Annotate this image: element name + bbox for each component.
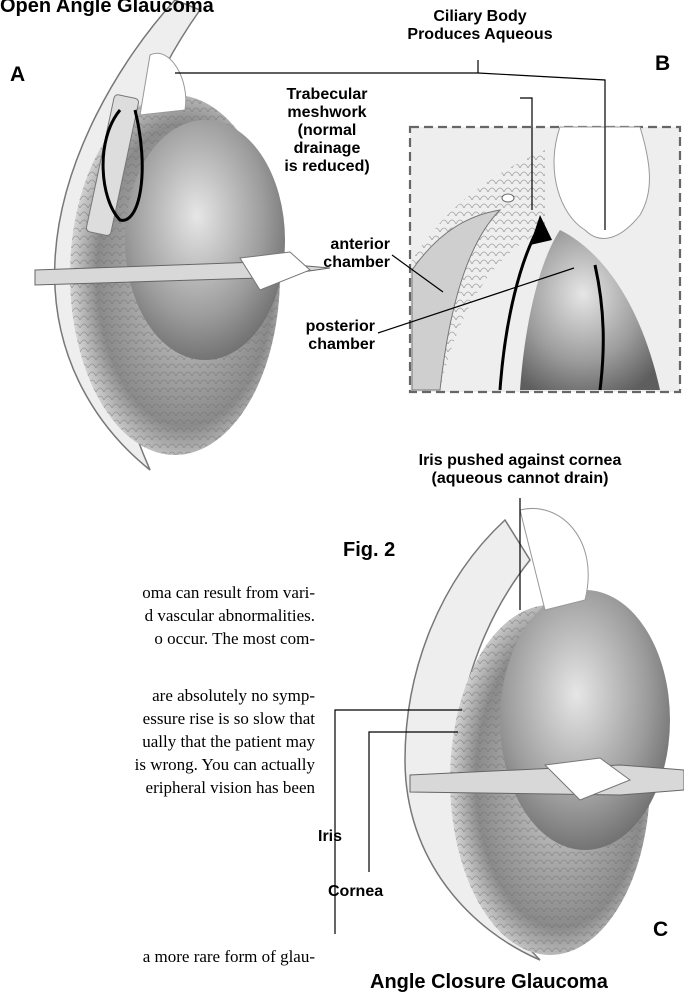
label-iris: Iris	[318, 828, 342, 846]
label-trab-line-1: Trabecular	[262, 86, 392, 104]
label-iris-pushed: Iris pushed against cornea (aqueous cann…	[370, 452, 670, 488]
panel-label-a: A	[10, 63, 25, 87]
eye-c-drawing	[405, 508, 684, 960]
body-line: essure rise is so slow that	[0, 707, 315, 730]
label-anterior-chamber: anterior chamber	[290, 236, 390, 272]
body-paragraph-3: a more rare form of glau-	[0, 945, 315, 968]
page-title: Open Angle Glaucoma	[0, 0, 214, 18]
label-trab-line-2: meshwork	[262, 104, 392, 122]
body-line: d vascular abnormalities.	[0, 604, 315, 627]
body-line: a more rare form of glau-	[0, 945, 315, 968]
body-line: are absolutely no symp-	[0, 684, 315, 707]
label-iris-pushed-line-2: (aqueous cannot drain)	[370, 470, 670, 488]
label-posterior-line-1: posterior	[275, 318, 375, 336]
figure-caption: Angle Closure Glaucoma	[370, 970, 608, 994]
label-ciliary-body: Ciliary Body Produces Aqueous	[400, 8, 560, 44]
inset-b-drawing	[410, 127, 680, 392]
body-line: ually that the patient may	[0, 730, 315, 753]
label-anterior-line-2: chamber	[290, 254, 390, 272]
eye-a-drawing	[35, 0, 330, 470]
body-line: o occur. The most com-	[0, 627, 315, 650]
label-cornea: Cornea	[328, 883, 383, 901]
label-ciliary-line-2: Produces Aqueous	[400, 26, 560, 44]
label-ciliary-line-1: Ciliary Body	[400, 8, 560, 26]
figure-number: Fig. 2	[343, 538, 395, 562]
body-paragraph-1: oma can result from vari- d vascular abn…	[0, 581, 315, 650]
label-trab-line-3: (normal	[262, 122, 392, 140]
label-trabecular-meshwork: Trabecular meshwork (normal drainage is …	[262, 86, 392, 176]
panel-label-c: C	[653, 918, 668, 942]
label-trab-line-5: is reduced)	[262, 158, 392, 176]
label-posterior-line-2: chamber	[275, 336, 375, 354]
body-line: oma can result from vari-	[0, 581, 315, 604]
body-line: is wrong. You can actually	[0, 753, 315, 776]
label-anterior-line-1: anterior	[290, 236, 390, 254]
label-iris-pushed-line-1: Iris pushed against cornea	[370, 452, 670, 470]
label-posterior-chamber: posterior chamber	[275, 318, 375, 354]
body-paragraph-2: are absolutely no symp- essure rise is s…	[0, 684, 315, 799]
panel-label-b: B	[655, 52, 670, 76]
label-trab-line-4: drainage	[262, 140, 392, 158]
body-line: eripheral vision has been	[0, 776, 315, 799]
